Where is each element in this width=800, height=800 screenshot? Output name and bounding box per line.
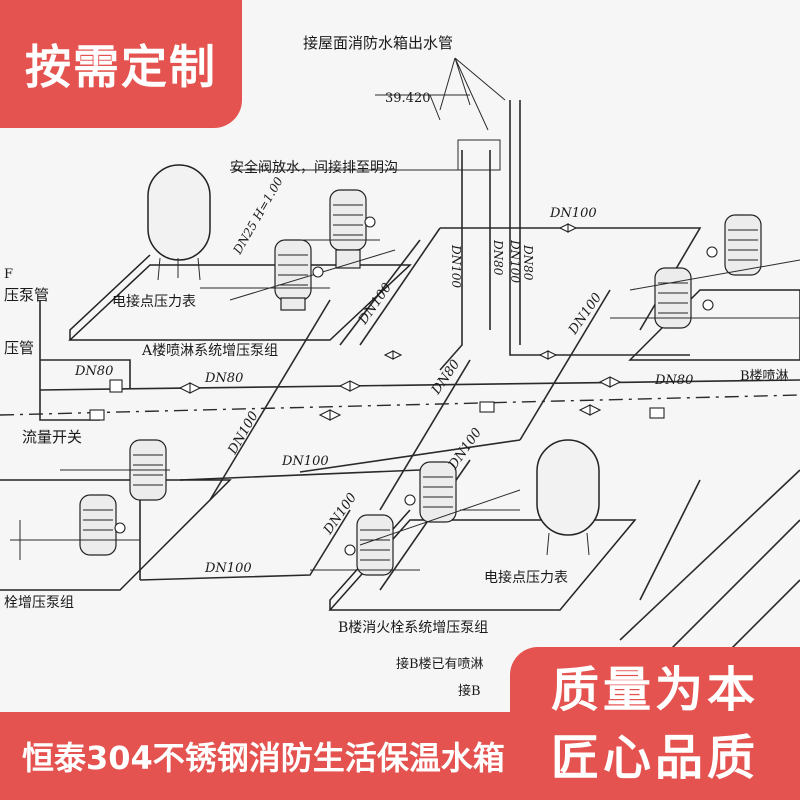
pump-r-manifold xyxy=(610,259,800,319)
label-group-b-right: B楼喷淋 xyxy=(740,369,789,384)
pressure-tank-b xyxy=(536,439,600,536)
pipe-dn100-mid xyxy=(179,469,421,481)
pipe-diag-center-4 xyxy=(299,439,521,473)
label-group-left-bottom: 栓增压泵组 xyxy=(4,595,74,611)
quality-line-1: 质量为本 xyxy=(550,661,759,718)
pipe-diag-a xyxy=(359,227,441,346)
label-dn80-riser-1: DN80 xyxy=(491,239,505,276)
label-group-a: A楼喷淋系统增压泵组 xyxy=(141,343,278,359)
custom-order-badge: 按需定制 xyxy=(0,0,242,128)
pump-lb-manifold xyxy=(10,469,170,560)
product-title-banner: 恒泰304不锈钢消防生活保温水箱 xyxy=(0,712,510,800)
platform-a-edge xyxy=(69,254,151,340)
label-dn100-b-diag: DN100 xyxy=(320,490,360,538)
label-dn80-right: DN80 xyxy=(654,373,693,388)
pump-lb2 xyxy=(79,494,117,556)
pipe-dn80-long2 xyxy=(40,359,131,388)
label-dn80-diag: DN80 xyxy=(428,357,463,398)
pipe-diag-center-1 xyxy=(209,299,331,501)
label-relief-note: 安全阀放水，间接排至明沟 xyxy=(230,159,398,176)
quality-line-2: 匠心品质 xyxy=(550,729,759,786)
pump-a2 xyxy=(274,239,312,311)
pump-r1 xyxy=(724,214,762,276)
pipe-diag-center-3 xyxy=(519,289,611,441)
pump-b2 xyxy=(356,514,394,576)
pipe-diag-right4 xyxy=(639,479,701,601)
label-group-b: B楼消火栓系统增压泵组 xyxy=(338,620,488,636)
pipe-diag-center-2 xyxy=(379,359,471,511)
product-title-text: 恒泰304不锈钢消防生活保温水箱 xyxy=(22,739,505,777)
platform-left-bottom xyxy=(0,479,232,591)
pipe-left-vert xyxy=(39,300,100,421)
label-dn100-riser-2: DN100 xyxy=(508,239,522,283)
tank-b-legs xyxy=(546,532,590,556)
gauge-b2 xyxy=(344,544,356,556)
label-gauge-a: 电接点压力表 xyxy=(112,293,196,310)
outlet-leaders xyxy=(375,57,506,131)
label-elevation: 39.420 xyxy=(385,91,431,106)
gauge-r1 xyxy=(706,246,718,258)
label-gauge-b: 电接点压力表 xyxy=(484,569,568,586)
gauge-a2 xyxy=(312,266,324,278)
gauge-lb xyxy=(114,522,126,534)
label-flow-switch: 流量开关 xyxy=(22,428,82,446)
label-dn100-a-diag: DN100 xyxy=(355,280,395,328)
pump-r2 xyxy=(654,267,692,329)
pipe-diag-right xyxy=(619,469,800,641)
pressure-tank-a xyxy=(147,164,211,261)
pump-a1 xyxy=(329,189,367,269)
label-dn100-bottom: DN100 xyxy=(204,561,252,576)
label-connect-b1: 接B楼已有喷淋 xyxy=(396,656,484,672)
label-dn100-center-diag: DN100 xyxy=(225,409,262,458)
label-roof-outlet: 接屋面消防水箱出水管 xyxy=(303,34,453,52)
label-pump-pipe-left: 压泵管 xyxy=(4,286,49,304)
pipe-dn80-long xyxy=(39,379,800,391)
riser-box xyxy=(457,139,501,171)
label-dn100-mid: DN100 xyxy=(281,454,329,469)
platform-a xyxy=(68,264,412,341)
gauge-a xyxy=(364,216,376,228)
pump-b-manifold xyxy=(310,489,521,571)
pipe-dn100-lower xyxy=(139,509,351,581)
label-dn100-top: DN100 xyxy=(549,206,597,221)
label-dn80-left: DN80 xyxy=(74,364,113,379)
label-connect-b2: 接B xyxy=(458,683,481,699)
pump-b1 xyxy=(419,461,457,523)
label-pressure-pipe-left: 压管 xyxy=(4,339,34,357)
label-dn100-riser-1: DN100 xyxy=(449,244,463,288)
gauge-b xyxy=(404,494,416,506)
pipe-diag-right2 xyxy=(659,519,800,661)
label-left-f: F xyxy=(4,267,13,282)
riser-1 xyxy=(439,150,463,371)
center-line xyxy=(0,394,800,416)
label-dn80-riser-2: DN80 xyxy=(521,244,535,281)
pump-a-manifold xyxy=(200,239,396,301)
pipe-diag-right3 xyxy=(719,579,800,661)
quality-badge: 质量为本 匠心品质 xyxy=(510,647,800,800)
tank-a-legs xyxy=(157,257,201,281)
gauge-r2 xyxy=(702,299,714,311)
valve-row xyxy=(89,223,665,421)
label-dn80-center: DN80 xyxy=(204,371,243,386)
custom-order-text: 按需定制 xyxy=(25,40,217,94)
riser-3 xyxy=(509,100,690,356)
